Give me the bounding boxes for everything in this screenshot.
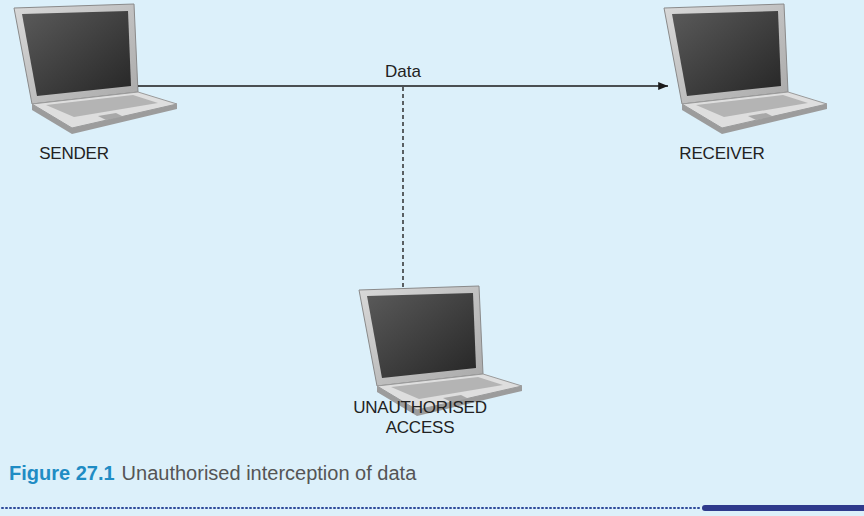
laptop-node: UNAUTHORISED ACCESS [330, 286, 510, 438]
figure-caption: Unauthorised interception of data [122, 461, 417, 485]
footer-dotted-rule [2, 507, 700, 509]
node-label: SENDER [39, 144, 109, 164]
figure-caption-row: Figure 27.1 Unauthorised interception of … [9, 461, 416, 485]
figure-number: Figure 27.1 [9, 461, 115, 485]
laptop-illustration [664, 4, 827, 134]
laptop-node: RECEIVER [668, 4, 776, 164]
edge-label: Data [385, 62, 421, 82]
node-label: UNAUTHORISED ACCESS [330, 398, 510, 438]
node-label: RECEIVER [679, 144, 764, 164]
laptop-illustration [14, 4, 177, 134]
data-arrow [138, 85, 668, 86]
interception-line [402, 87, 403, 287]
laptop-node: SENDER [10, 4, 138, 164]
laptop-illustration [359, 286, 522, 416]
footer-bar [702, 505, 864, 511]
